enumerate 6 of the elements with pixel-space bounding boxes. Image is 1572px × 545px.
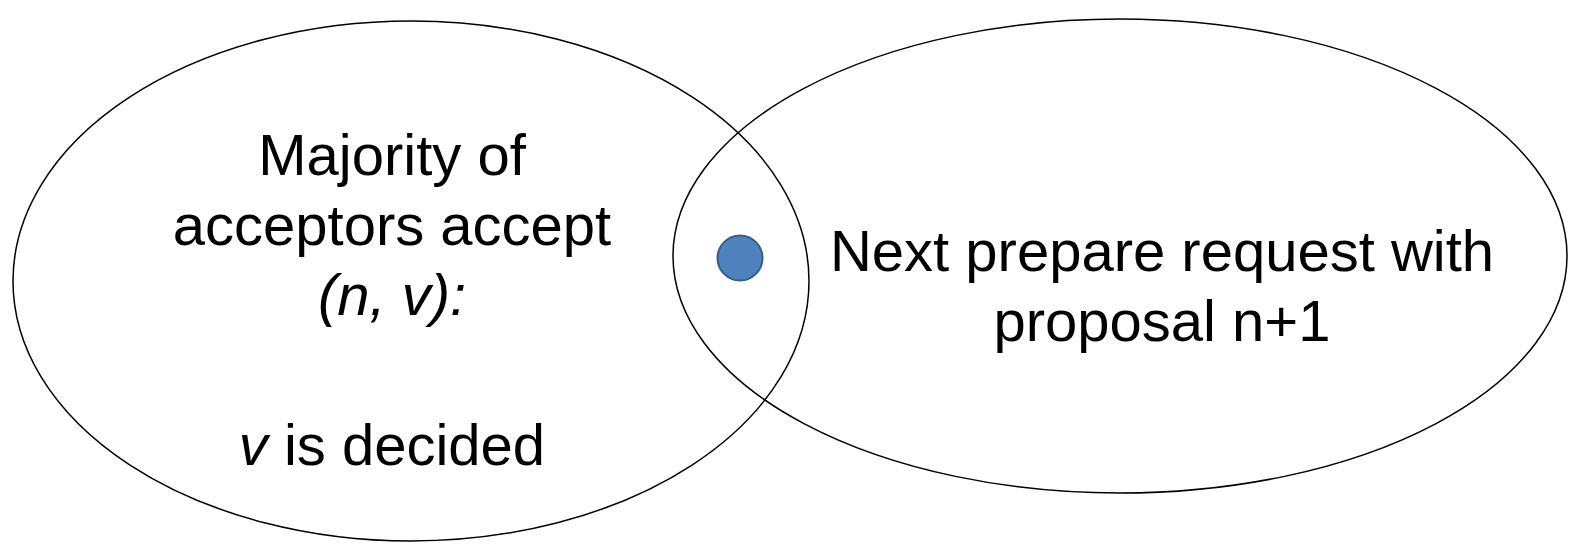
set-ellipse bbox=[672, 18, 1568, 494]
set-label: Next prepare request with proposal n+1 bbox=[828, 217, 1496, 355]
set-ellipse bbox=[12, 20, 810, 542]
set-label: Majority of acceptors accept (n, v): bbox=[171, 121, 613, 329]
dot-marker bbox=[716, 234, 764, 282]
set-label: v is decided bbox=[237, 411, 547, 479]
